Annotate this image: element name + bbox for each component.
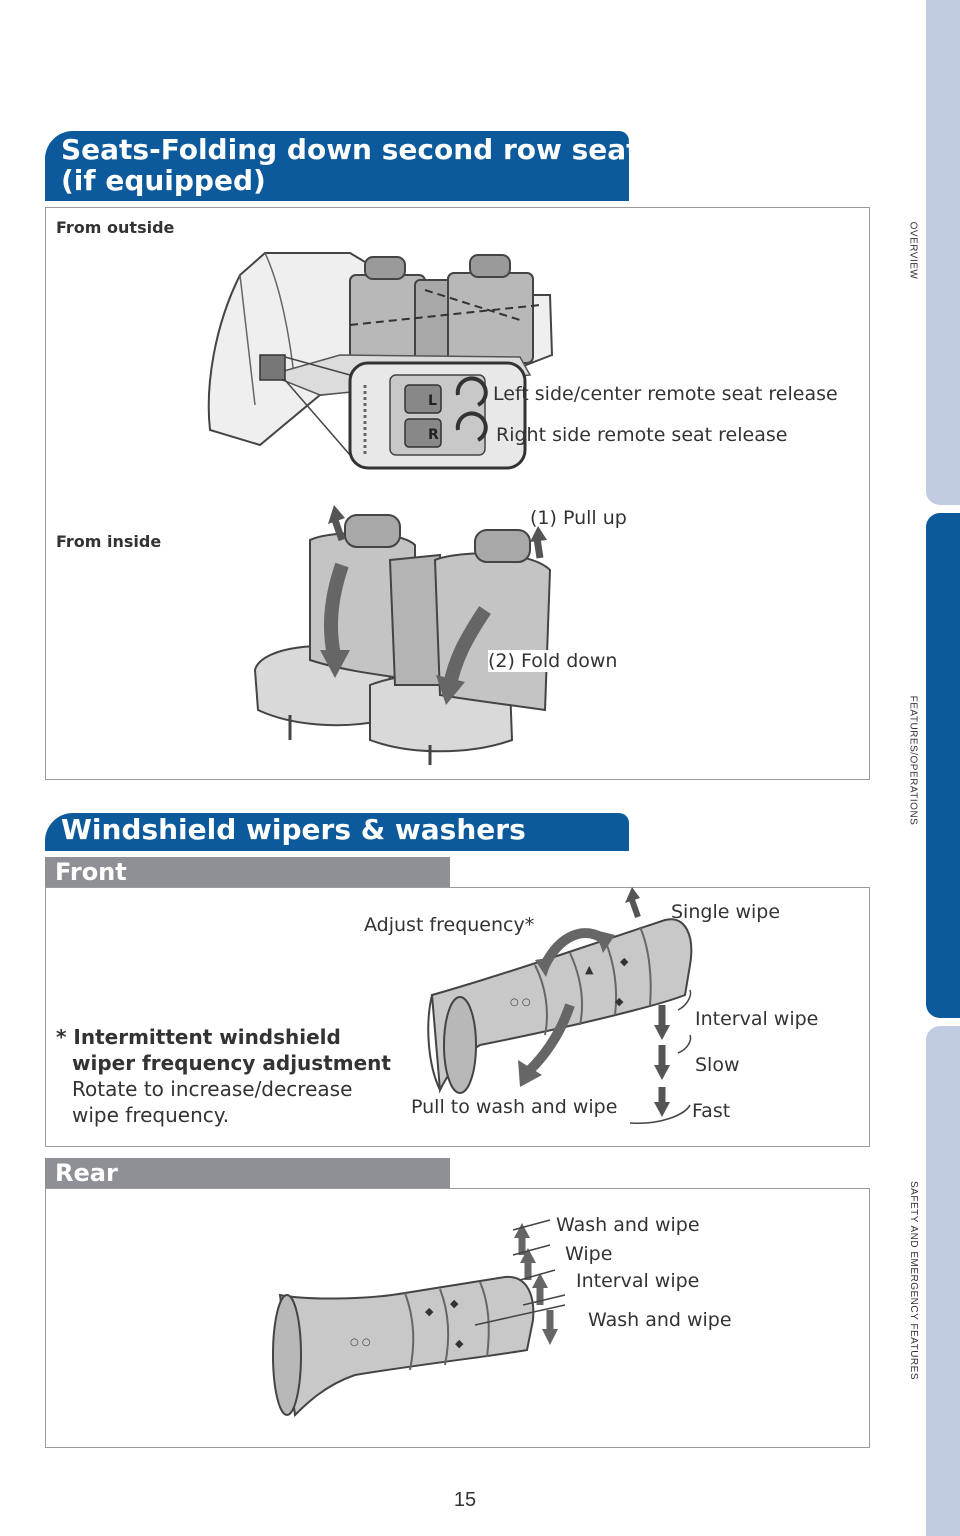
pull-to-wash-label: Pull to wash and wipe (411, 1096, 617, 1118)
svg-text:◆: ◆ (455, 1337, 464, 1350)
tab-overview[interactable] (926, 0, 960, 505)
svg-text:L: L (428, 393, 437, 409)
seats-section-header: Seats-Folding down second row seats (if … (45, 131, 629, 201)
right-release-label: Right side remote seat release (496, 424, 787, 446)
rear-interval-wipe-label: Interval wipe (576, 1270, 699, 1292)
note-title-1: * Intermittent windshield (56, 1024, 396, 1050)
single-wipe-label: Single wipe (671, 901, 780, 923)
tab-features-operations[interactable] (926, 513, 960, 1018)
note-body-1: Rotate to increase/decrease (56, 1076, 396, 1102)
from-inside-label: From inside (56, 532, 161, 551)
rear-wipe-label: Wipe (565, 1243, 612, 1265)
second-row-seats-illustration (250, 500, 560, 775)
note-body-2: wipe frequency. (56, 1102, 396, 1128)
svg-text:◆: ◆ (615, 995, 624, 1008)
svg-text:○ ○: ○ ○ (510, 997, 531, 1008)
front-subheader: Front (45, 857, 450, 887)
slow-label: Slow (695, 1054, 740, 1076)
fold-down-label: (2) Fold down (488, 650, 617, 672)
svg-text:R: R (428, 427, 439, 443)
rear-subheader: Rear (45, 1158, 450, 1188)
rear-wash-wipe-top-label: Wash and wipe (556, 1214, 700, 1236)
intermittent-note: * Intermittent windshield wiper frequenc… (56, 1024, 396, 1128)
page-number: 15 (0, 1489, 960, 1512)
rear-wiper-stalk-illustration: ◆ ◆ ◆ ○ ○ (265, 1205, 565, 1435)
tab-label-features: FEATURES/OPERATIONS (901, 680, 925, 840)
seats-title-line1: Seats-Folding down second row seats (61, 133, 656, 166)
note-title-2: wiper frequency adjustment (56, 1050, 396, 1076)
wipers-title: Windshield wipers & washers (61, 813, 526, 846)
left-release-label: Left side/center remote seat release (493, 383, 838, 405)
fast-label: Fast (692, 1100, 730, 1122)
tab-label-safety: SAFETY AND EMERGENCY FEATURES (901, 1150, 925, 1410)
from-outside-label: From outside (56, 218, 174, 237)
svg-text:◆: ◆ (620, 955, 629, 968)
svg-text:◆: ◆ (425, 1305, 434, 1318)
svg-text:○ ○: ○ ○ (350, 1337, 371, 1348)
svg-text:▲: ▲ (585, 963, 594, 976)
svg-text:◆: ◆ (450, 1297, 459, 1310)
rear-wash-wipe-bottom-label: Wash and wipe (588, 1309, 732, 1331)
front-interval-wipe-label: Interval wipe (695, 1008, 818, 1030)
pull-up-label: (1) Pull up (530, 507, 627, 529)
wipers-section-header: Windshield wipers & washers (45, 813, 629, 851)
tab-label-overview: OVERVIEW (901, 200, 925, 300)
adjust-frequency-label: Adjust frequency* (364, 914, 534, 936)
tab-safety-emergency[interactable] (926, 1026, 960, 1536)
seats-title-line2: (if equipped) (61, 164, 266, 197)
